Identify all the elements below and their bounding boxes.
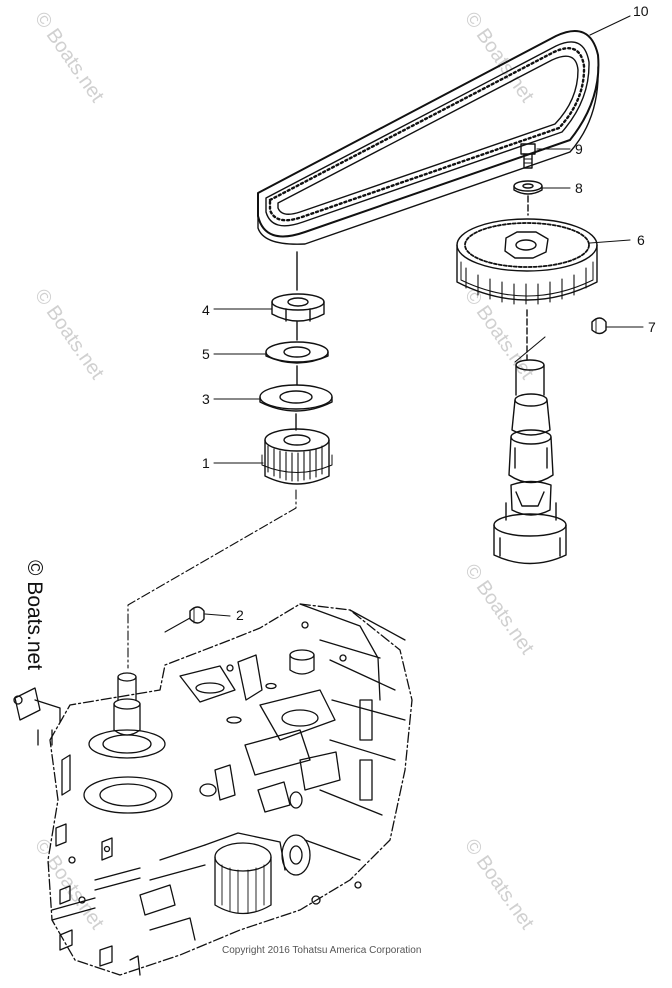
part-6-camshaft-pulley — [456, 218, 598, 305]
callout-8: 8 — [575, 180, 583, 196]
part-1-pulley — [261, 428, 333, 485]
callout-5: 5 — [202, 346, 210, 362]
callout-3: 3 — [202, 391, 210, 407]
callout-9: 9 — [575, 141, 583, 157]
callout-1: 1 — [202, 455, 210, 471]
leader-lines — [164, 15, 644, 633]
timing-belt — [257, 30, 600, 245]
engine-block — [13, 603, 413, 976]
callout-10: 10 — [633, 3, 649, 19]
part-4-nut — [271, 293, 325, 322]
callout-6: 6 — [637, 232, 645, 248]
copyright-notice: Copyright 2016 Tohatsu America Corporati… — [222, 945, 422, 956]
callout-7: 7 — [648, 319, 656, 335]
part-8-washer — [513, 180, 543, 195]
callout-4: 4 — [202, 302, 210, 318]
part-2-key — [189, 606, 205, 624]
part-9-bolt — [520, 143, 536, 169]
part-7-key — [591, 317, 607, 335]
part-3-plate — [259, 384, 333, 412]
callout-2: 2 — [236, 607, 244, 623]
part-5-washer — [265, 341, 329, 364]
camshaft — [493, 359, 567, 565]
